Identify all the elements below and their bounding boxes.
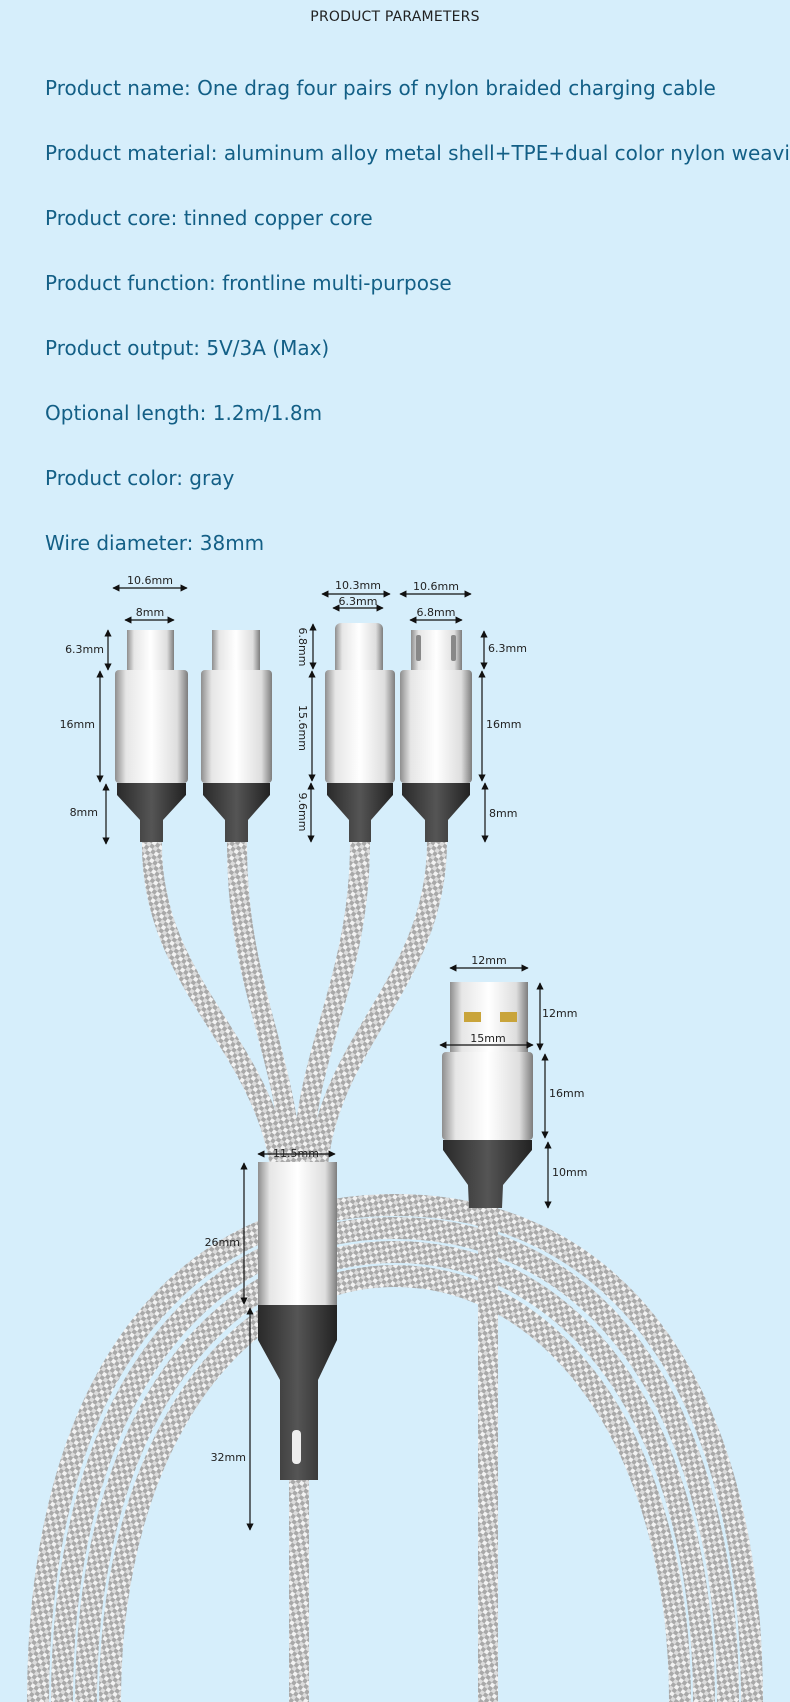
dim-hub-boot-height: 32mm xyxy=(211,1451,246,1464)
typec-connector-2 xyxy=(201,630,272,842)
dim-micro-tip-height: 6.3mm xyxy=(488,642,527,655)
param-product-material: Product material: aluminum alloy metal s… xyxy=(45,141,790,165)
dim-hub-width: 11.5mm xyxy=(273,1147,319,1160)
dim-micro-width: 10.6mm xyxy=(413,580,459,593)
dim-usb-width: 12mm xyxy=(471,954,506,967)
usb-a-connector xyxy=(442,982,533,1208)
dim-typec-tip-width: 8mm xyxy=(136,606,164,619)
branch-cables xyxy=(141,841,498,1702)
dim-lightning-shell-height: 15.6mm xyxy=(296,705,309,751)
dim-usb-shell-height: 16mm xyxy=(549,1087,584,1100)
param-product-color: Product color: gray xyxy=(45,466,235,490)
dim-lightning-boot-height: 9.6mm xyxy=(296,793,309,832)
param-product-function: Product function: frontline multi-purpos… xyxy=(45,271,452,295)
dimension-labels: 10.6mm 8mm 6.3mm 16mm 8mm 10.3mm 6.3mm 1… xyxy=(60,574,588,1464)
dim-typec-shell-height: 16mm xyxy=(60,718,95,731)
param-product-core: Product core: tinned copper core xyxy=(45,206,373,230)
splitter-hub xyxy=(258,1162,337,1480)
dim-micro-boot-height: 8mm xyxy=(489,807,517,820)
param-product-output: Product output: 5V/3A (Max) xyxy=(45,336,330,360)
page-title: PRODUCT PARAMETERS xyxy=(310,9,480,25)
dim-micro-tip-width: 6.8mm xyxy=(417,606,456,619)
dim-hub-shell-height: 26mm xyxy=(205,1236,240,1249)
param-optional-length: Optional length: 1.2m/1.8m xyxy=(45,401,323,425)
lightning-connector xyxy=(325,623,395,842)
dim-lightning-tip-height: 6.8mm xyxy=(296,628,309,667)
dim-micro-shell-height: 16mm xyxy=(486,718,521,731)
dim-lightning-width: 10.3mm xyxy=(335,579,381,592)
dim-usb-boot-height: 10mm xyxy=(552,1166,587,1179)
dim-typec-boot-height: 8mm xyxy=(70,806,98,819)
dim-usb-shell-width: 15mm xyxy=(470,1032,505,1045)
dimension-lines xyxy=(96,584,552,1531)
dim-typec-width: 10.6mm xyxy=(127,574,173,587)
typec-connector-1 xyxy=(115,630,188,842)
param-wire-diameter: Wire diameter: 38mm xyxy=(45,531,265,555)
dim-usb-tip-height: 12mm xyxy=(542,1007,577,1020)
dim-lightning-tip-width: 6.3mm xyxy=(339,595,378,608)
param-product-name: Product name: One drag four pairs of nyl… xyxy=(45,76,716,100)
cable-coils xyxy=(27,1193,763,1702)
dim-typec-tip-height: 6.3mm xyxy=(65,643,104,656)
micro-usb-connector xyxy=(400,630,472,842)
